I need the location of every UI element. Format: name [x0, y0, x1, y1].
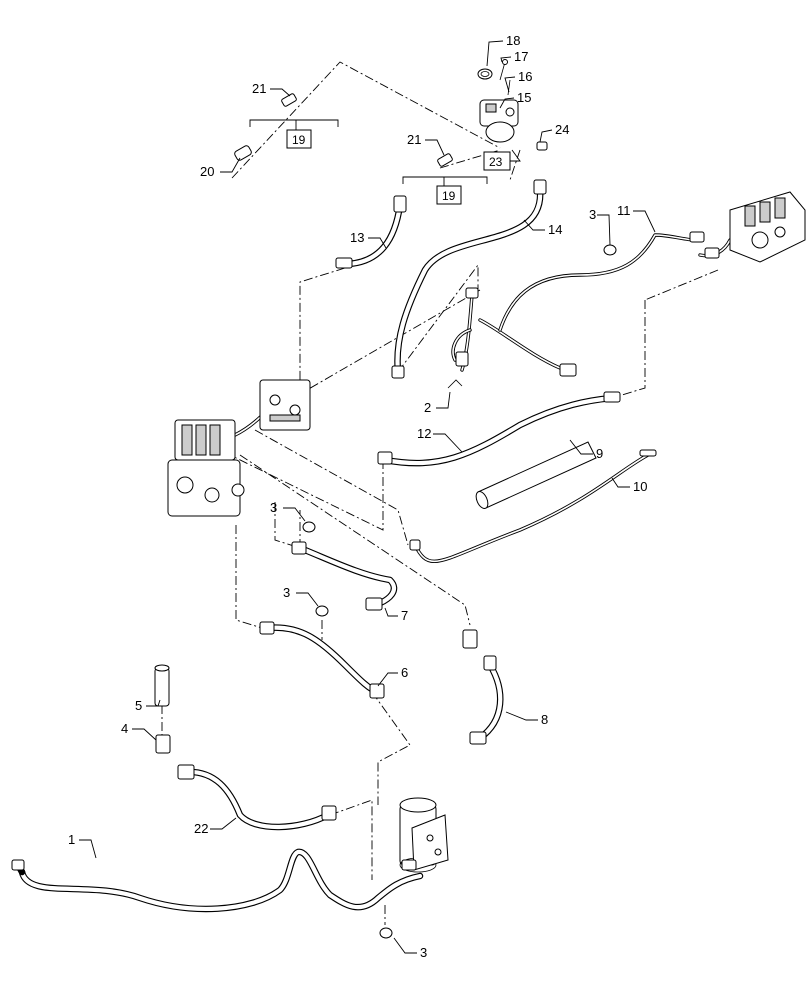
callout-3-mid: 3 — [270, 500, 277, 515]
callout-8: 8 — [541, 712, 548, 727]
callout-3-top: 3 — [589, 207, 596, 222]
callout-17: 17 — [514, 49, 528, 64]
callout-11: 11 — [617, 203, 631, 218]
callout-10: 10 — [633, 479, 647, 494]
callout-16: 16 — [518, 69, 532, 84]
boxed-callout-23: 23 — [489, 155, 503, 169]
callout-21-top: 21 — [252, 81, 266, 96]
callout-labels: 18 17 16 15 24 21 20 21 13 14 3 11 2 12 … — [68, 33, 647, 960]
bracket-19b — [402, 176, 488, 205]
callout-14: 14 — [548, 222, 562, 237]
hoses — [14, 186, 650, 913]
bottom-filter-assembly — [399, 797, 449, 873]
callout-24: 24 — [555, 122, 569, 137]
callout-3-lower: 3 — [283, 585, 290, 600]
callout-18: 18 — [506, 33, 520, 48]
callout-22: 22 — [194, 821, 208, 836]
right-valve-assembly — [729, 191, 806, 263]
callout-6: 6 — [401, 665, 408, 680]
callout-4: 4 — [121, 721, 128, 736]
boxed-callout-19-top: 19 — [292, 133, 306, 147]
callout-9: 9 — [596, 446, 603, 461]
callout-3-bottom: 3 — [420, 945, 427, 960]
callout-12: 12 — [417, 426, 431, 441]
callout-15: 15 — [517, 90, 531, 105]
callout-20: 20 — [200, 164, 214, 179]
boxed-callout-19-mid: 19 — [442, 189, 456, 203]
left-manifold-assembly — [167, 379, 311, 517]
callout-5: 5 — [135, 698, 142, 713]
callout-7: 7 — [401, 608, 408, 623]
bracket-19a — [249, 119, 339, 149]
callout-21-mid: 21 — [407, 132, 421, 147]
bracket-23 — [483, 149, 521, 171]
callout-1: 1 — [68, 832, 75, 847]
callout-13: 13 — [350, 230, 364, 245]
callout-2: 2 — [424, 400, 431, 415]
fittings — [11, 59, 720, 939]
leader-lines — [79, 40, 656, 954]
